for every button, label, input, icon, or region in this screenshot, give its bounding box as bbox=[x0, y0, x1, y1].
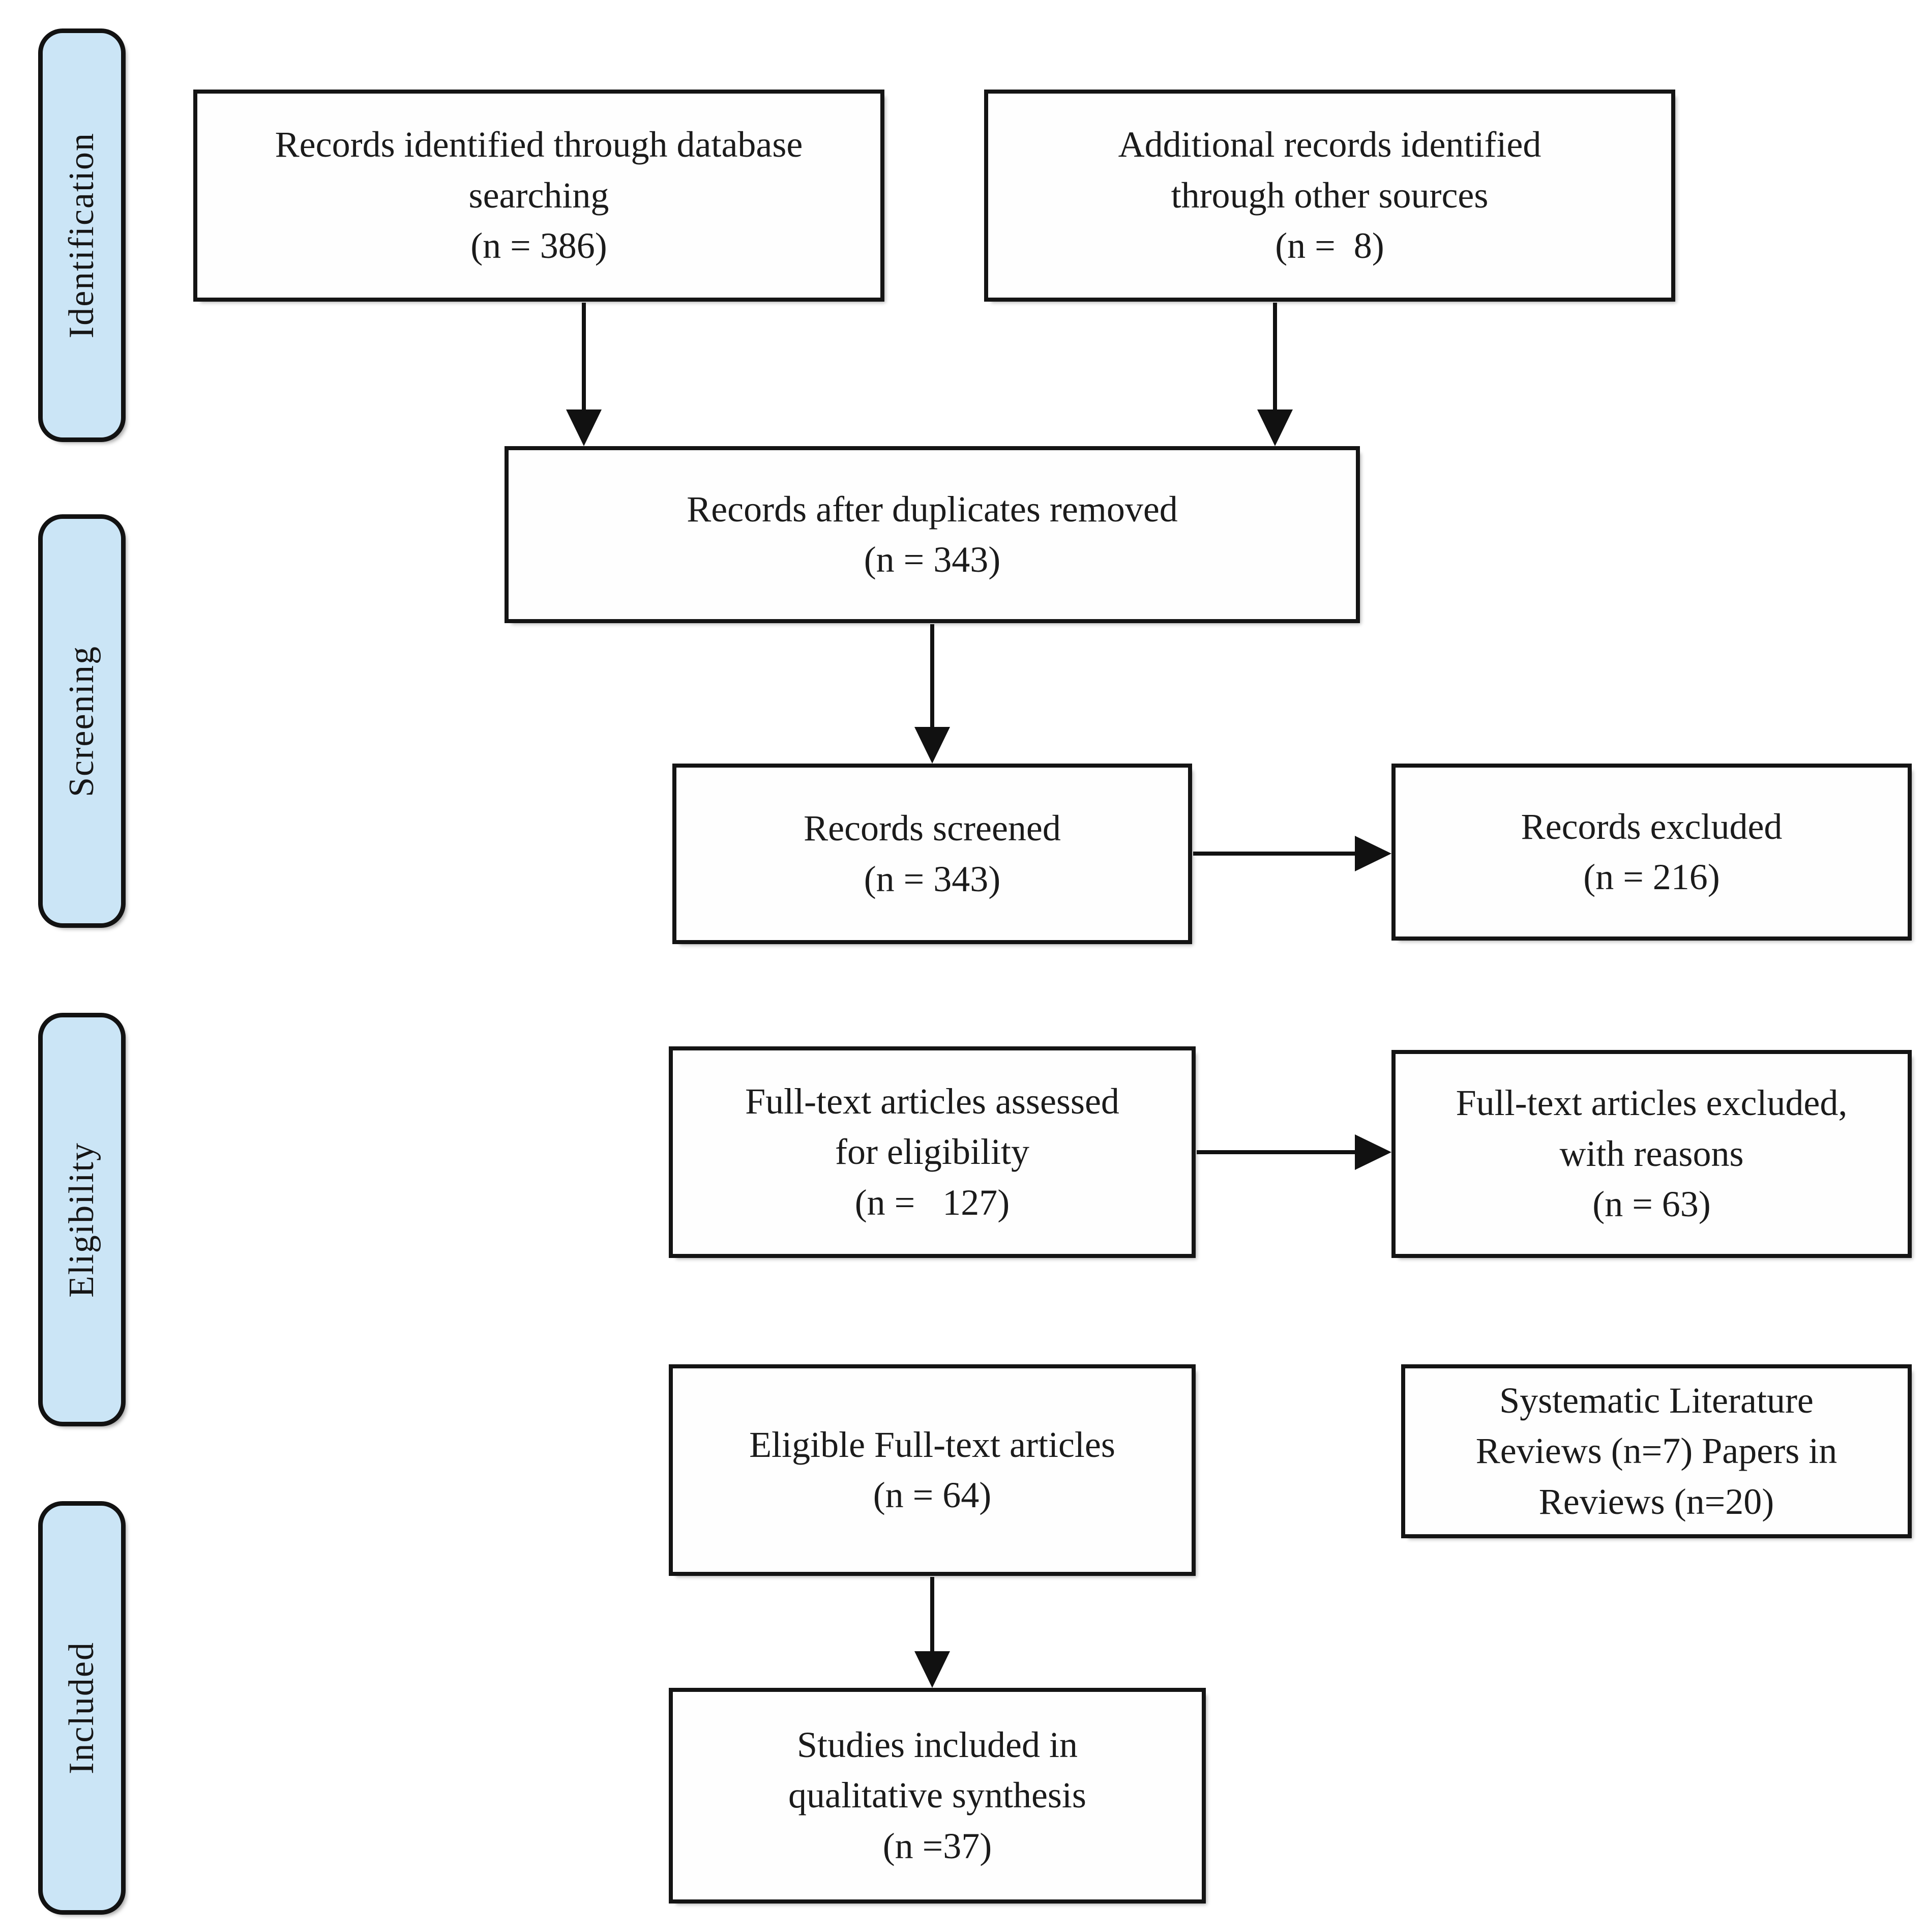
stage-eligibility: Eligibility bbox=[38, 1013, 126, 1426]
arrow-duplicates-to-screened bbox=[914, 624, 950, 764]
stage-included-label: Included bbox=[62, 1642, 101, 1774]
box-records-excluded: Records excluded (n = 216) bbox=[1391, 764, 1912, 941]
box-after-duplicates: Records after duplicates removed (n = 34… bbox=[505, 446, 1360, 623]
arrow-eligible-to-included bbox=[914, 1577, 950, 1688]
box-fulltext-excluded: Full-text articles excluded, with reason… bbox=[1391, 1050, 1912, 1258]
arrow-screened-to-excluded bbox=[1193, 836, 1391, 871]
arrow-assessed-to-excluded bbox=[1197, 1134, 1391, 1170]
stage-eligibility-label: Eligibility bbox=[62, 1141, 101, 1298]
stage-identification-label: Identification bbox=[62, 132, 101, 339]
arrow-identified-to-duplicates bbox=[566, 303, 602, 446]
box-systematic-reviews: Systematic Literature Reviews (n=7) Pape… bbox=[1401, 1364, 1912, 1538]
box-records-identified: Records identified through database sear… bbox=[193, 90, 884, 302]
box-fulltext-assessed: Full-text articles assessed for eligibil… bbox=[669, 1046, 1196, 1258]
box-records-screened: Records screened (n = 343) bbox=[672, 764, 1192, 944]
stage-included: Included bbox=[38, 1501, 126, 1915]
arrow-additional-to-duplicates bbox=[1257, 303, 1293, 446]
box-studies-included: Studies included in qualitative synthesi… bbox=[669, 1688, 1206, 1904]
stage-identification: Identification bbox=[38, 28, 126, 442]
stage-screening-label: Screening bbox=[62, 645, 101, 797]
stage-screening: Screening bbox=[38, 514, 126, 928]
box-additional-records: Additional records identified through ot… bbox=[984, 90, 1675, 302]
box-eligible-fulltext: Eligible Full-text articles (n = 64) bbox=[669, 1364, 1196, 1576]
